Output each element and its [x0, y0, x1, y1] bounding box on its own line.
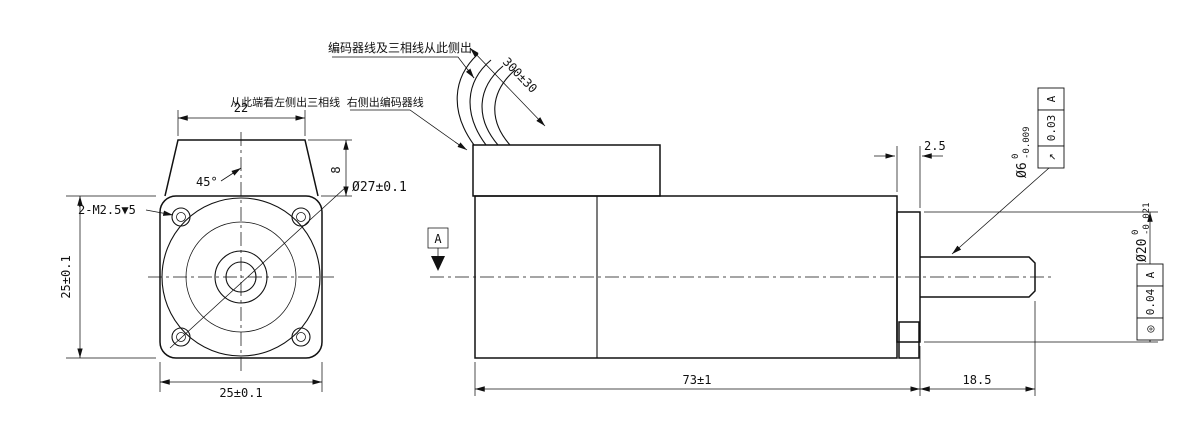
dim25-bottom-text: 25±0.1: [219, 386, 262, 400]
dim25-left-text: 25±0.1: [59, 255, 73, 298]
motor-flange-square: [159, 195, 323, 359]
shaft-dia-lower-tol: -0.009: [1022, 126, 1032, 159]
mounting-hole-tl-inner: [176, 212, 186, 222]
pilot-circle: [185, 221, 297, 333]
mounting-hole-tl: [171, 207, 191, 227]
front-view: Ø27±0.1 22 8 45° 2-M2.5▼5 25±0.1 25±0.1: [59, 101, 407, 400]
cable-housing-front: [164, 139, 319, 197]
cable-wire-2: [469, 59, 492, 146]
conc-fcf-datum: A: [1144, 271, 1157, 278]
boss-dia-upper-tol: 0: [1131, 230, 1141, 235]
datum-a-label: A: [434, 232, 442, 246]
runout-fcf-symbol-cell: [1037, 145, 1065, 169]
dim18p5-text: 18.5: [963, 373, 992, 387]
runout-fcf: A 0.03 ↗: [951, 87, 1065, 255]
cable-length-text: 300±30: [500, 55, 540, 96]
cable-wire-1: [456, 53, 479, 146]
datum-a-triangle: [431, 256, 445, 271]
cable-wire-3: [481, 65, 504, 146]
concentricity-symbol-icon: ◎: [1143, 325, 1157, 332]
mounting-hole-bl: [171, 327, 191, 347]
mounting-hole-tr-inner: [296, 212, 306, 222]
note-encoder-exit-leader: [332, 56, 475, 79]
conc-fcf-value: 0.04: [1144, 288, 1157, 315]
runout-leader: [951, 167, 1050, 255]
mounting-holes: [171, 207, 311, 347]
shaft-dia-upper-tol: 0: [1011, 154, 1021, 159]
boss-dia-lower-tol: -0.021: [1142, 202, 1152, 235]
dim2p5-text: 2.5: [924, 139, 946, 153]
runout-fcf-datum: A: [1045, 95, 1058, 102]
note-encoder-exit-arrow: [465, 68, 475, 79]
motor-body-circle: [161, 197, 321, 357]
runout-fcf-value-cell: [1037, 109, 1065, 147]
note-wire-sides-arrow: [454, 141, 468, 151]
corner-diameter-label: Ø27±0.1: [352, 180, 407, 195]
angle-45-label: 45°: [196, 175, 218, 189]
boss-dia-base: Ø20: [1135, 239, 1150, 262]
tapped-holes-leader: [145, 209, 174, 216]
dim22-text: 22: [234, 101, 248, 115]
dim8-text: 8: [329, 166, 343, 173]
note-encoder-exit: 编码器线及三相线从此侧出: [328, 40, 472, 55]
note-wire-sides-leader: [350, 109, 466, 150]
output-shaft: [920, 256, 1036, 298]
runout-fcf-value: 0.03: [1045, 115, 1058, 142]
boss-circle: [214, 250, 268, 304]
runout-symbol-icon: ↗: [1044, 153, 1058, 160]
cable-housing-side: [472, 144, 661, 197]
pilot-boss: [896, 211, 921, 343]
conc-fcf-symbol-cell: [1136, 317, 1164, 341]
shaft-dia-base: Ø6: [1015, 162, 1030, 178]
shaft-circle: [225, 261, 257, 293]
boss-dia-callout: Ø20 0 -0.021: [1131, 202, 1152, 262]
rear-detail-block: [898, 321, 920, 359]
mounting-hole-br-inner: [296, 332, 306, 342]
annotations: 编码器线及三相线从此侧出 从此端看左侧出三相线 右侧出编码器线: [230, 40, 475, 151]
mounting-hole-br: [291, 327, 311, 347]
angle-45-leader: [220, 167, 242, 182]
mounting-hole-tr: [291, 207, 311, 227]
shaft-dia-callout: Ø6 0 -0.009: [1011, 126, 1032, 178]
dim73-text: 73±1: [683, 373, 712, 387]
note-wire-sides: 从此端看左侧出三相线 右侧出编码器线: [230, 95, 424, 109]
mounting-hole-bl-inner: [176, 332, 186, 342]
tapped-holes-label: 2-M2.5▼5: [78, 203, 136, 217]
side-view: 300±30 A 2.5 73±1 18.5 Ø6 0 -0.009: [427, 47, 1164, 396]
cable-wire-4: [494, 69, 516, 146]
diagonal-leader-line: [169, 186, 347, 349]
cable-length-dim-line: [469, 47, 546, 127]
concentricity-fcf: A 0.04 ◎: [1136, 263, 1164, 341]
